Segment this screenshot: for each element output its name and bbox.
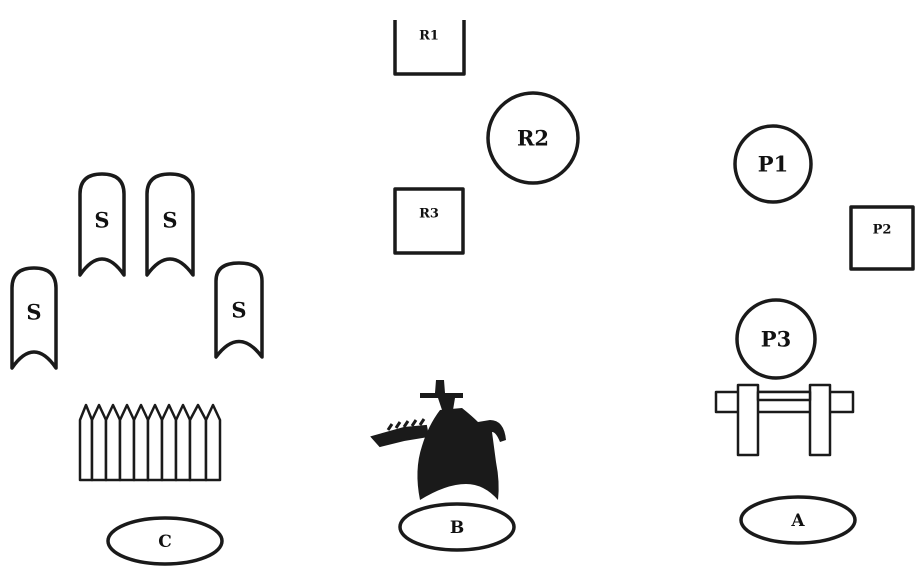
p1-circle: P1 <box>735 126 811 202</box>
s-tile-2: S <box>80 174 124 275</box>
r1-box: R1 <box>395 20 464 74</box>
group-b: R1 R2 R3 B <box>372 20 578 550</box>
group-c: S S S S C <box>12 174 262 564</box>
r3-box: R3 <box>395 189 463 253</box>
s-tile-4-label: S <box>231 298 246 323</box>
p3-circle: P3 <box>737 300 815 378</box>
group-b-label: B <box>450 518 464 538</box>
person-silhouette-icon <box>372 380 506 500</box>
group-c-label: C <box>158 532 172 552</box>
s-tile-2-label: S <box>94 208 109 233</box>
p2-box: P2 <box>851 207 913 269</box>
group-a: P1 P2 P3 A <box>716 126 913 543</box>
p2-label: P2 <box>873 223 892 238</box>
s-tile-1-label: S <box>26 300 41 325</box>
group-c-label-oval: C <box>108 518 222 564</box>
r1-label: R1 <box>419 29 439 44</box>
group-b-label-oval: B <box>400 504 514 550</box>
s-tile-4: S <box>216 263 262 357</box>
s-tile-3-label: S <box>162 208 177 233</box>
r2-circle: R2 <box>488 93 578 183</box>
s-tile-1: S <box>12 268 56 368</box>
group-a-label-oval: A <box>741 497 855 543</box>
fence-icon <box>80 405 220 480</box>
r3-label: R3 <box>419 207 439 222</box>
p1-label: P1 <box>758 152 788 177</box>
s-tile-3: S <box>147 174 193 275</box>
p3-label: P3 <box>761 327 791 352</box>
table-icon <box>716 385 853 455</box>
r2-label: R2 <box>517 126 549 151</box>
group-a-label: A <box>790 511 805 531</box>
